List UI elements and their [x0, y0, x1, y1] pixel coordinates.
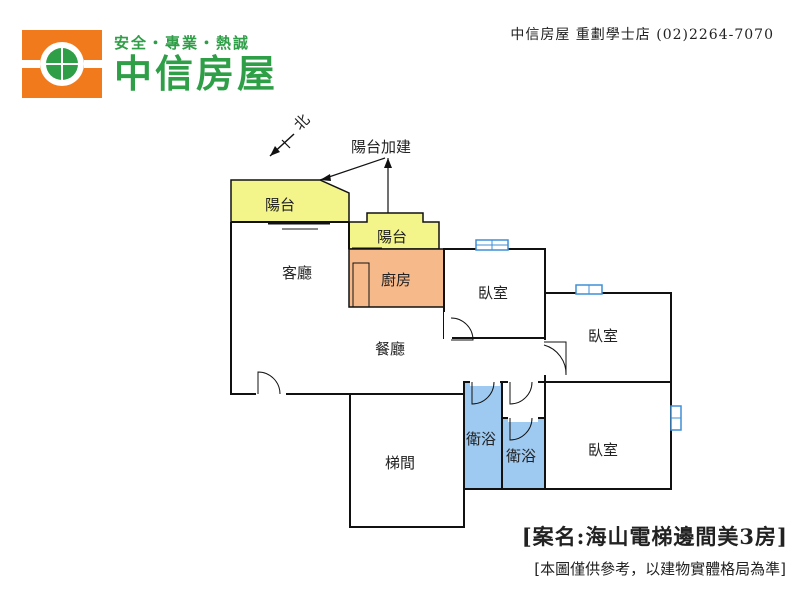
annotation-arrow: [319, 157, 386, 181]
house-globe-icon: [22, 30, 102, 98]
room-label-dining-room: 餐廳: [375, 340, 405, 358]
case-name: [案名:海山電梯邊間美3房]: [521, 524, 788, 549]
room-label-living-room: 客廳: [282, 264, 312, 282]
room-label-stairwell: 梯間: [385, 454, 415, 472]
north-arrow-icon: [269, 133, 295, 157]
door-swings: [256, 312, 567, 441]
stairwell: [349, 393, 465, 528]
room-label-bedroom-3: 臥室: [588, 441, 618, 459]
brand-slogan: 安全・專業・熱誠: [114, 34, 251, 52]
room-label-balcony-1: 陽台: [265, 196, 295, 214]
room-label-balcony-2: 陽台: [377, 228, 407, 246]
annotation-label: 陽台加建: [351, 138, 411, 156]
bedroom-3: [544, 381, 672, 490]
balcony-1: [230, 179, 350, 223]
room-label-bathroom-1: 衛浴: [466, 430, 496, 448]
brand-logo: 安全・專業・熱誠 中信房屋: [22, 30, 302, 102]
brand-name: 中信房屋: [114, 52, 279, 96]
north-label: 北: [290, 110, 313, 133]
room-label-kitchen: 廚房: [381, 271, 411, 289]
disclaimer: [本圖僅供參考，以建物實體格局為準]: [534, 560, 786, 578]
bedroom-1: [443, 248, 546, 339]
room-label-bedroom-2: 臥室: [588, 327, 618, 345]
room-label-bathroom-2: 衛浴: [506, 447, 536, 465]
kitchen: [348, 248, 445, 308]
room-label-bedroom-1: 臥室: [478, 284, 508, 302]
store-info: 中信房屋 重劃學士店 (02)2264-7070: [510, 27, 774, 43]
